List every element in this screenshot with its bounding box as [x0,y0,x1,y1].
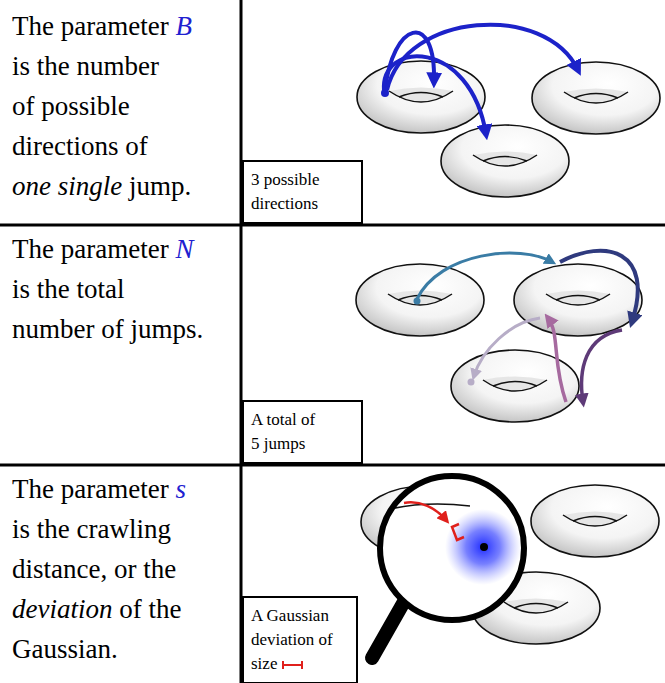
row-three-figure [361,476,659,658]
word: the [37,51,70,81]
word: single [58,171,123,201]
word: parameter [61,11,169,41]
word: total [77,274,125,304]
caption-box: A Gaussian deviation of size [242,596,358,683]
word: parameter [61,474,169,504]
word: crawling [77,514,171,544]
word: A [251,410,262,429]
word: total [267,410,297,429]
word: The [12,474,54,504]
word: the [148,594,181,624]
word: number [12,314,94,344]
word: possible [41,91,130,121]
cell-text: The parameter B is the number of possibl… [12,6,192,206]
word: The [12,234,54,264]
word: of [319,630,333,649]
word: 3 [251,170,260,189]
caption-box: 3 possible directions [242,160,363,224]
caption-text: 3 possible directions [251,168,351,216]
word: deviation [12,594,112,624]
word: the [37,514,70,544]
word: is [12,51,30,81]
word: number [77,51,159,81]
word: the [37,274,70,304]
word: A [251,606,262,625]
word: one [12,171,51,201]
cell-text: The parameter N is the total number of j… [12,229,203,349]
word: jumps [264,434,306,453]
word: The [12,11,54,41]
word: is [12,514,30,544]
word: parameter [61,234,169,264]
word: s [175,474,186,504]
word: of [125,131,148,161]
caption-text: A Gaussian deviation of size [251,604,346,676]
word: the [143,554,176,584]
word: jumps. [130,314,203,344]
word: 5 [251,434,260,453]
word: of [119,594,142,624]
deviation-bracket [281,659,305,671]
word: N [175,234,193,264]
word: jump. [129,171,191,201]
column-rule [240,0,243,683]
word: Gaussian. [12,634,118,664]
word: directions [12,131,118,161]
caption-box: A total of 5 jumps [242,400,363,464]
word: deviation [251,630,314,649]
word: of [101,314,124,344]
row-two-figure [356,251,642,422]
cell-text: The parameter s is the crawling distance… [12,469,186,669]
word: size [251,654,277,673]
word: or [114,554,137,584]
row-one-figure [357,25,660,197]
word: Gaussian [267,606,329,625]
caption-text: A total of 5 jumps [251,408,351,456]
word: is [12,274,30,304]
word: of [12,91,35,121]
word: directions [251,194,318,213]
word: B [175,11,192,41]
word: of [301,410,315,429]
word: possible [264,170,320,189]
word: distance, [12,554,107,584]
